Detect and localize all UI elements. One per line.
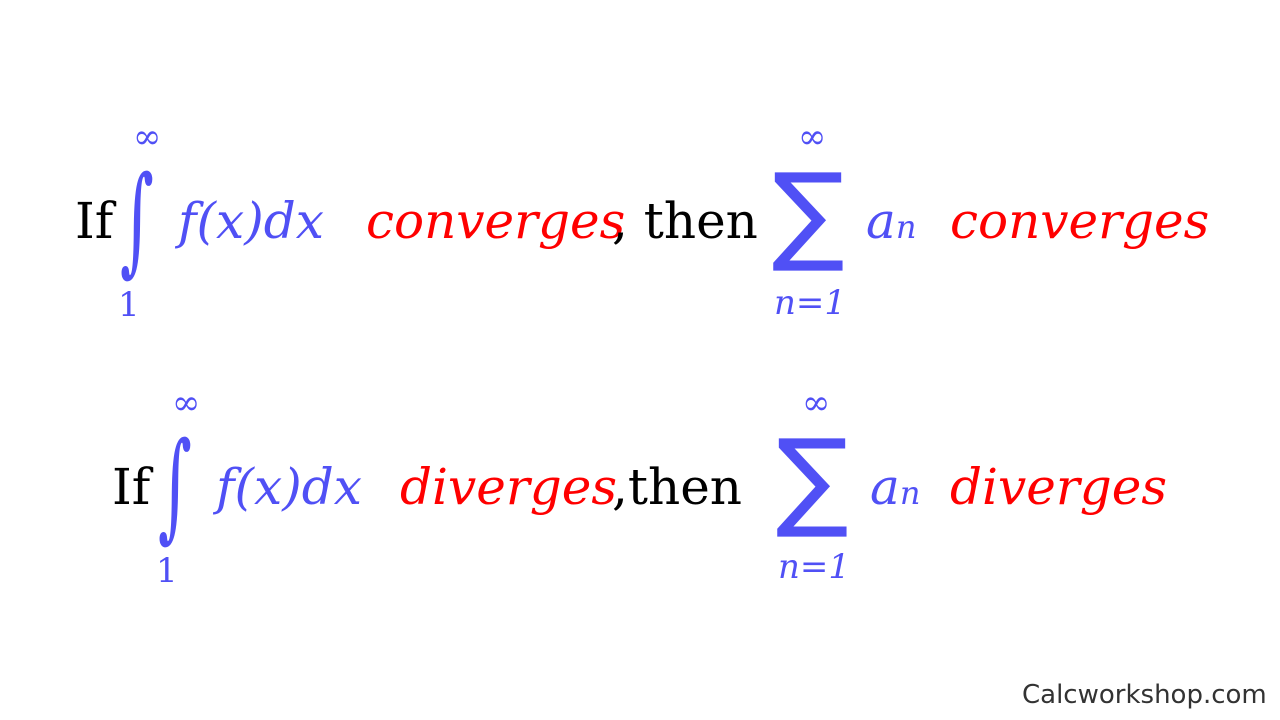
term-a: a: [866, 192, 896, 250]
integrand: f(x)dx: [178, 192, 324, 250]
term-subscript: n: [899, 474, 921, 512]
sum-lower-limit: n=1: [778, 547, 851, 587]
if-label: If: [75, 192, 114, 250]
integral-lower-limit: 1: [156, 551, 178, 591]
integral-sign-icon: ∫: [158, 416, 192, 554]
integrand: f(x)dx: [216, 458, 362, 516]
integral-sign-icon: ∫: [120, 150, 154, 288]
then-label: , then: [612, 192, 758, 250]
sum-upper-limit: ∞: [802, 383, 831, 423]
integral-upper-limit: ∞: [133, 117, 162, 157]
condition-diverges: diverges: [400, 458, 617, 516]
sum-lower-limit: n=1: [774, 283, 847, 323]
series-term: an: [866, 196, 916, 246]
integral-upper-limit: ∞: [172, 383, 201, 423]
series-term: an: [870, 462, 920, 512]
result-diverges: diverges: [950, 458, 1167, 516]
result-converges: converges: [950, 192, 1210, 250]
integral-lower-limit: 1: [118, 285, 140, 325]
if-label: If: [112, 458, 151, 516]
sigma-icon: ∑: [776, 417, 849, 542]
term-a: a: [870, 458, 900, 516]
footer-watermark: Calcworkshop.com: [1022, 680, 1267, 710]
sigma-icon: ∑: [772, 151, 845, 276]
condition-converges: converges: [366, 192, 626, 250]
then-label: ,then: [612, 458, 742, 516]
term-subscript: n: [895, 208, 917, 246]
sum-upper-limit: ∞: [798, 117, 827, 157]
